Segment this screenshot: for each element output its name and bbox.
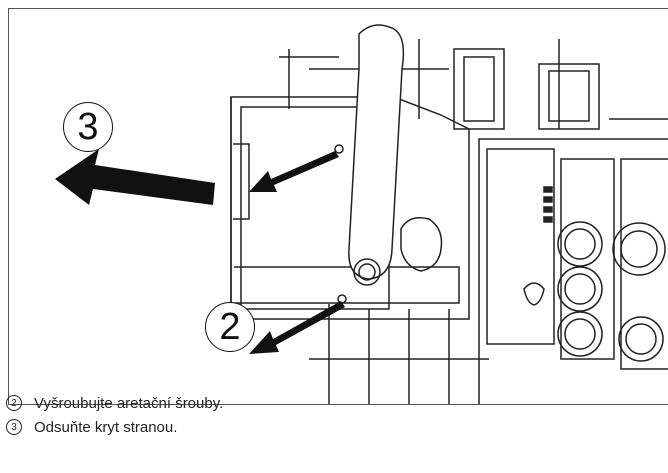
legend-row: 2 Vyšroubujte aretační šrouby. (6, 391, 223, 415)
callout-2: 2 (205, 302, 255, 352)
instruction-legend: 2 Vyšroubujte aretační šrouby. 3 Odsuňte… (6, 391, 223, 439)
technical-drawing (55, 24, 668, 404)
legend-row: 3 Odsuňte kryt stranou. (6, 415, 223, 439)
legend-text: Odsuňte kryt stranou. (34, 418, 178, 436)
legend-text: Vyšroubujte aretační šrouby. (34, 394, 224, 412)
legend-number: 3 (6, 419, 22, 435)
slide-arrow (55, 149, 215, 205)
legend-number: 2 (6, 395, 22, 411)
screw-arrow-bottom (249, 301, 345, 354)
screw-arrow-top (249, 151, 339, 192)
illustration-frame: 3 2 (8, 8, 668, 405)
callout-3: 3 (63, 102, 113, 152)
